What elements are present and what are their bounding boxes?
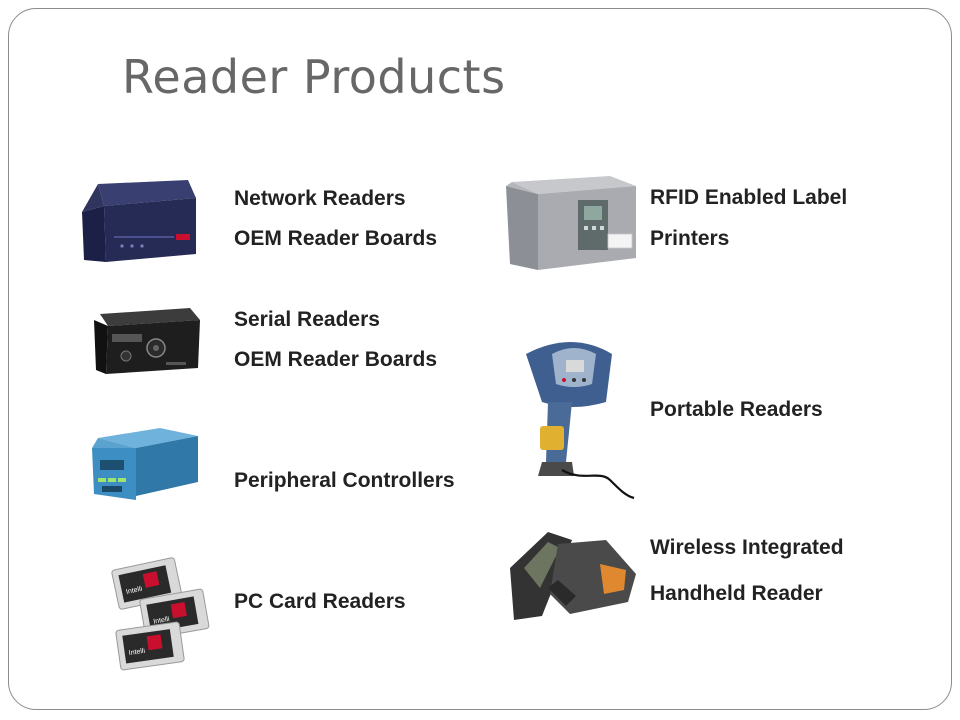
label-rfid-enabled-label: RFID Enabled Label [650, 186, 848, 209]
portable-reader-image [526, 342, 635, 500]
label-oem-reader-boards-1: OEM Reader Boards [234, 227, 438, 250]
label-printer-image [506, 176, 636, 270]
label-peripheral-controllers: Peripheral Controllers [234, 469, 455, 492]
serial-reader-image [94, 308, 200, 374]
label-pc-card-readers: PC Card Readers [234, 590, 406, 613]
svg-text:Intelli: Intelli [128, 648, 146, 657]
peripheral-controller-image [92, 428, 198, 500]
label-serial-readers: Serial Readers [234, 308, 380, 331]
pc-card-reader-image: Intelli Intelli Intelli [111, 557, 210, 671]
slide-title: Reader Products [122, 50, 506, 104]
label-wireless-integrated: Wireless Integrated [650, 536, 844, 559]
label-handheld-reader: Handheld Reader [650, 582, 823, 605]
network-reader-image [82, 180, 196, 262]
wireless-handheld-reader-image [510, 532, 636, 620]
label-oem-reader-boards-2: OEM Reader Boards [234, 348, 438, 371]
svg-text:Intelli: Intelli [125, 586, 143, 596]
label-portable-readers: Portable Readers [650, 398, 823, 421]
svg-text:Intelli: Intelli [153, 616, 171, 626]
label-network-readers: Network Readers [234, 187, 406, 210]
label-printers: Printers [650, 227, 730, 250]
